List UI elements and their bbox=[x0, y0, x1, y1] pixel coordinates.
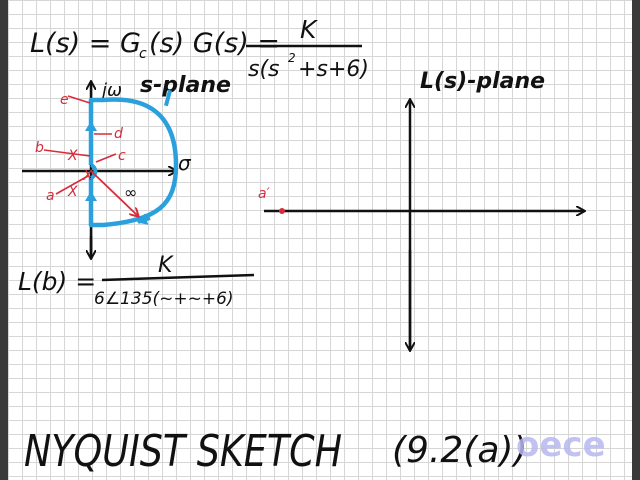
loop-mid: (s) G(s) = bbox=[149, 28, 280, 59]
contour-indent bbox=[90, 163, 98, 180]
handwritten-content: L(s) = G c (s) G(s) = K s(s 2 +s+6) jω s… bbox=[18, 15, 606, 477]
pole-mark-upper: X bbox=[67, 148, 78, 164]
eval-numerator: K bbox=[158, 253, 174, 278]
contour-arrow-bottom bbox=[137, 213, 151, 225]
real-axis-label: σ bbox=[178, 151, 192, 175]
pole-mark-lower: X bbox=[67, 184, 78, 200]
l-plane: L(s)-plane a′ bbox=[258, 69, 584, 350]
loop-numerator: K bbox=[300, 15, 319, 44]
mapped-point-label: a′ bbox=[258, 186, 271, 202]
pointer-c bbox=[95, 153, 117, 163]
point-label-e: e bbox=[60, 92, 69, 108]
point-label-d: d bbox=[114, 126, 123, 142]
s-plane-title: s-plane bbox=[140, 73, 231, 98]
point-label-a: a bbox=[46, 188, 55, 204]
point-label-c: c bbox=[118, 148, 126, 164]
loop-transfer-equation: L(s) = G c (s) G(s) = K s(s 2 +s+6) bbox=[30, 15, 369, 82]
loop-den-exp: 2 bbox=[288, 51, 296, 65]
l-plane-title: L(s)-plane bbox=[420, 69, 545, 94]
infinite-radius-arrow bbox=[90, 170, 138, 216]
problem-reference: (9.2(a)) bbox=[392, 430, 528, 471]
nyquist-sketch-title: NYQUIST SKETCH bbox=[24, 426, 342, 477]
mapped-point-a bbox=[279, 208, 285, 214]
pointer-e bbox=[67, 95, 91, 104]
loop-den-tail: +s+6) bbox=[298, 57, 369, 82]
oece-logo: oece bbox=[516, 425, 606, 465]
loop-sub-c: c bbox=[139, 46, 147, 62]
eval-denominator: 6∠135(~+~+6) bbox=[94, 289, 234, 309]
s-plane: jω s-plane σ X X X e d b c a ∞ bbox=[22, 73, 231, 258]
nyquist-contour bbox=[88, 97, 179, 228]
contour-arrow-top-tick bbox=[163, 89, 173, 107]
eval-fraction-bar bbox=[101, 273, 255, 282]
loop-lhs: L(s) = G bbox=[30, 28, 141, 59]
loop-den-start: s(s bbox=[248, 57, 280, 82]
infinity-label: ∞ bbox=[124, 183, 137, 202]
eval-lhs: L(b) = bbox=[18, 267, 96, 296]
point-label-b: b bbox=[35, 140, 44, 156]
pointer-a bbox=[55, 175, 89, 195]
whiteboard: L(s) = G c (s) G(s) = K s(s 2 +s+6) jω s… bbox=[8, 0, 632, 480]
footer-title: NYQUIST SKETCH (9.2(a)) bbox=[24, 426, 528, 477]
imag-axis-label: jω bbox=[99, 80, 122, 101]
pointer-b bbox=[43, 149, 91, 157]
evaluated-equation: L(b) = K 6∠135(~+~+6) bbox=[18, 253, 255, 309]
